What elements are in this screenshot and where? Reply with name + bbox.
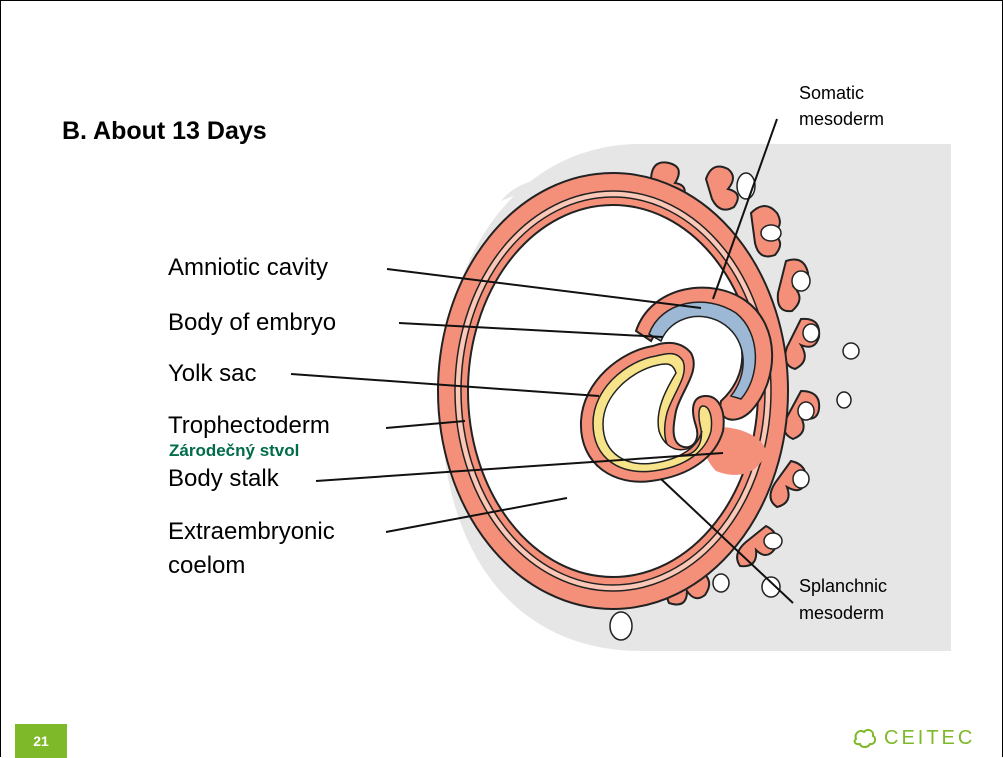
label-body-of-embryo: Body of embryo <box>168 308 336 338</box>
slide-title: B. About 13 Days <box>62 117 267 146</box>
page-number-badge: 21 <box>15 724 67 758</box>
label-somatic-line2: mesoderm <box>799 107 884 131</box>
annotation-body-stalk-note: Zárodečný stvol <box>169 441 299 461</box>
label-extraembryonic-coelom-line2: coelom <box>168 551 245 581</box>
label-yolk-sac: Yolk sac <box>168 359 257 389</box>
label-trophectoderm: Trophectoderm <box>168 411 330 441</box>
logo-mark-icon <box>852 727 878 749</box>
label-splanchnic-line1: Splanchnic <box>799 574 887 598</box>
label-body-stalk: Body stalk <box>168 464 279 494</box>
logo-text: CEITEC <box>884 727 975 750</box>
label-amniotic-cavity: Amniotic cavity <box>168 253 328 283</box>
label-somatic-line1: Somatic <box>799 81 864 105</box>
ceitec-logo: CEITEC <box>852 725 992 751</box>
label-extraembryonic-coelom-line1: Extraembryonic <box>168 517 335 547</box>
page-number: 21 <box>33 733 49 749</box>
label-splanchnic-line2: mesoderm <box>799 601 884 625</box>
